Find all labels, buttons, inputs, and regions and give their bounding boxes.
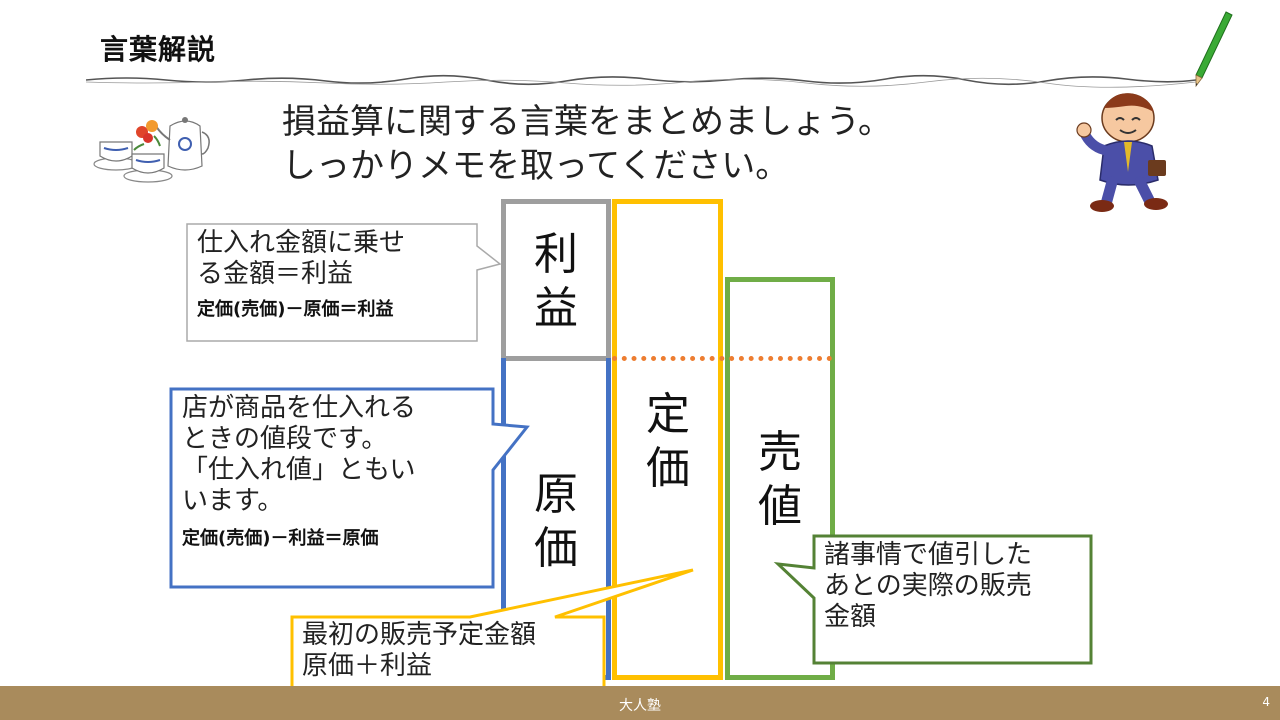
- profit-callout-line-2: る金額＝利益: [197, 259, 354, 289]
- list-price-label-char-1: 定: [646, 389, 690, 440]
- list-price-label: 定 価: [638, 388, 698, 496]
- profit-box: [501, 199, 611, 361]
- selling-price-callout: 諸事情で値引した あとの実際の販売 金額: [824, 540, 1032, 633]
- list-price-box: [612, 199, 723, 680]
- selling-price-label: 売 値: [750, 426, 810, 534]
- footer-bar: 大人塾 4: [0, 686, 1280, 720]
- list-price-callout-line-1: 最初の販売予定金額: [302, 620, 537, 650]
- cost-callout-line-3: 「仕入れ値」ともい: [182, 455, 416, 485]
- page-title: 言葉解説: [100, 33, 217, 66]
- profit-callout-line-1: 仕入れ金額に乗せ: [197, 228, 406, 258]
- list-price-callout-line-2: 原価＋利益: [302, 651, 433, 681]
- cost-label-char-1: 原: [534, 469, 578, 520]
- intro-line-1: 損益算に関する言葉をまとめましょう。: [282, 102, 892, 142]
- selling-price-label-char-2: 値: [758, 481, 802, 532]
- selling-price-callout-line-1: 諸事情で値引した: [824, 540, 1033, 570]
- profit-label: 利 益: [526, 228, 586, 336]
- page-number: 4: [1262, 695, 1270, 709]
- list-price-label-char-2: 価: [646, 443, 690, 494]
- businessman-icon: [1076, 93, 1168, 212]
- selling-price-label-char-1: 売: [758, 427, 802, 478]
- cost-formula: 定価(売価)－利益＝原価: [182, 528, 379, 549]
- selling-price-callout-line-3: 金額: [824, 602, 877, 632]
- dotted-division-line: [612, 356, 832, 361]
- profit-formula: 定価(売価)－原価＝利益: [197, 299, 394, 320]
- header-divider: [86, 74, 1196, 88]
- list-price-callout: 最初の販売予定金額 原価＋利益: [302, 620, 536, 682]
- cost-callout-line-1: 店が商品を仕入れる: [182, 393, 417, 423]
- profit-callout: 仕入れ金額に乗せ る金額＝利益 定価(売価)－原価＝利益: [197, 228, 405, 325]
- cost-callout-line-4: います。: [182, 486, 284, 516]
- profit-label-char-1: 利: [534, 229, 578, 280]
- cost-label-char-2: 価: [534, 523, 578, 574]
- cost-label: 原 価: [526, 468, 586, 576]
- intro-text: 損益算に関する言葉をまとめましょう。 しっかりメモを取ってください。: [282, 100, 892, 188]
- selling-price-callout-line-2: あとの実際の販売: [824, 571, 1032, 601]
- tea-set-icon: [93, 117, 210, 183]
- cost-callout-line-2: ときの値段です。: [182, 424, 388, 454]
- selling-price-box: [725, 277, 835, 680]
- pencil-icon: [1195, 11, 1233, 88]
- footer-label: 大人塾: [619, 698, 661, 714]
- cost-callout: 店が商品を仕入れる ときの値段です。 「仕入れ値」ともい います。 定価(売価)…: [182, 393, 416, 554]
- intro-line-2: しっかりメモを取ってください。: [282, 146, 790, 186]
- profit-label-char-2: 益: [534, 283, 578, 334]
